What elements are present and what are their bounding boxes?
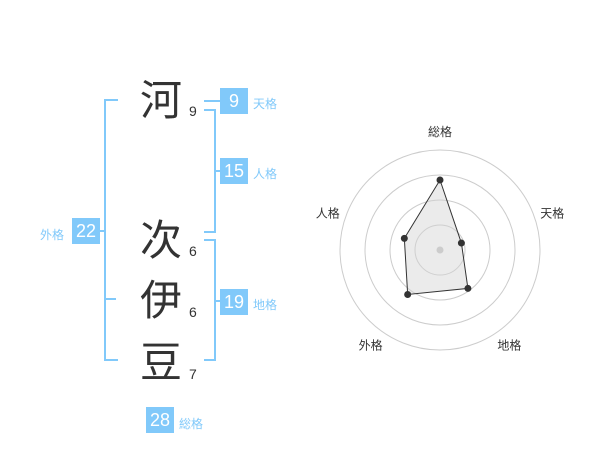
radar-axis-label-5: 人格 [316,206,340,221]
tenkaku-label: 天格 [253,97,278,111]
radar-ring [414,224,466,276]
radar-point-3 [464,284,472,292]
radar-axis-label-2: 天格 [540,206,564,221]
name-char-3: 伊 [140,276,183,325]
radar-center-dot [436,246,444,254]
stroke-count-3: 6 [189,304,197,320]
radar-ring [339,149,541,351]
radar-ring [364,174,516,326]
jinkaku-connector [215,170,221,172]
gaikaku-connector [100,230,105,232]
chikaku-badge: 19 [220,289,248,315]
stroke-count-4: 7 [189,366,197,382]
radar-point-1 [436,176,444,184]
jinkaku-label: 人格 [253,167,278,181]
tenkaku-connector [204,100,220,102]
name-char-2: 次 [140,216,183,265]
chikaku-connector [215,300,221,302]
radar-point-5 [400,234,408,242]
gaikaku-badge: 22 [72,218,100,244]
radar-ring [389,199,491,301]
soukaku-badge: 28 [146,407,174,433]
gaikaku-bracket [104,99,118,361]
gaikaku-bracket-tick [104,298,116,300]
radar-point-4 [404,290,412,298]
radar-axis-label-1: 総格 [428,124,452,139]
name-char-1: 河 [140,76,183,125]
radar-axis-label-3: 地格 [497,337,521,352]
tenkaku-badge: 9 [220,88,248,114]
radar-polygon [403,178,469,296]
stroke-count-1: 9 [189,103,197,119]
name-char-4: 豆 [140,338,183,387]
chikaku-label: 地格 [253,298,278,312]
stroke-count-2: 6 [189,243,197,259]
radar-axis-label-4: 外格 [359,337,383,352]
soukaku-label: 総格 [179,417,204,431]
jinkaku-badge: 15 [220,158,248,184]
gaikaku-label: 外格 [40,228,65,242]
radar-point-2 [457,239,465,247]
